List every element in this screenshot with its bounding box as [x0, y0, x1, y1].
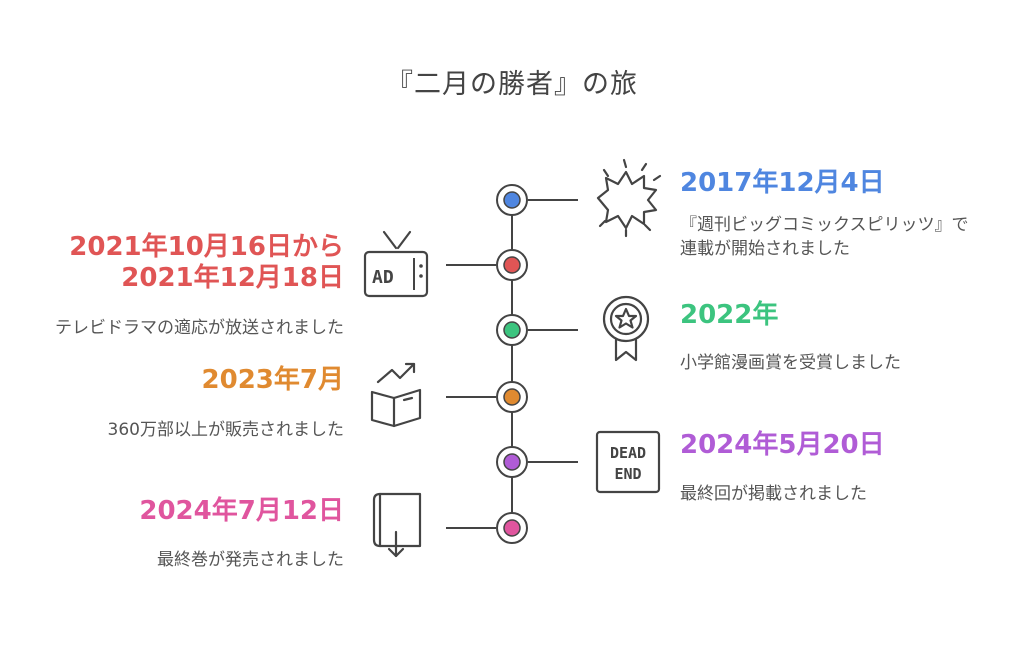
dead-end-sign-icon: DEAD END: [595, 430, 661, 494]
event-6-date: 2024年7月12日: [139, 496, 344, 526]
event-2-desc: テレビドラマの適応が放送されました: [55, 318, 344, 338]
event-3-date: 2022年: [680, 300, 779, 330]
timeline-node-3: [496, 314, 528, 346]
award-medal-icon: [602, 295, 650, 362]
timeline-node-5: [496, 446, 528, 478]
tv-ad-label: AD: [372, 267, 394, 288]
event-4-desc: 360万部以上が販売されました: [107, 420, 344, 440]
timeline-node-6: [496, 512, 528, 544]
book-sales-growth-icon: [370, 362, 422, 428]
dead-end-label-1: DEAD: [610, 444, 646, 462]
tv-ad-icon: AD: [363, 230, 429, 298]
timeline-node-2: [496, 249, 528, 281]
event-1-date: 2017年12月4日: [680, 168, 885, 198]
event-3-desc: 小学館漫画賞を受賞しました: [680, 353, 901, 373]
book-download-icon: [372, 492, 422, 558]
timeline-node-1: [496, 184, 528, 216]
timeline-node-4: [496, 381, 528, 413]
event-5-desc: 最終回が掲載されました: [680, 484, 867, 504]
event-4-date: 2023年7月: [201, 365, 344, 395]
event-2-date: 2021年10月16日から2021年12月18日: [69, 232, 344, 293]
explosion-icon: [596, 158, 662, 238]
diagram-title: 『二月の勝者』の旅: [386, 69, 638, 100]
event-6-desc: 最終巻が発売されました: [157, 550, 344, 570]
dead-end-label-2: END: [614, 465, 641, 483]
event-1-desc: 『週刊ビッグコミックスピリッツ』で連載が開始されました: [680, 215, 969, 259]
event-5-date: 2024年5月20日: [680, 430, 885, 460]
